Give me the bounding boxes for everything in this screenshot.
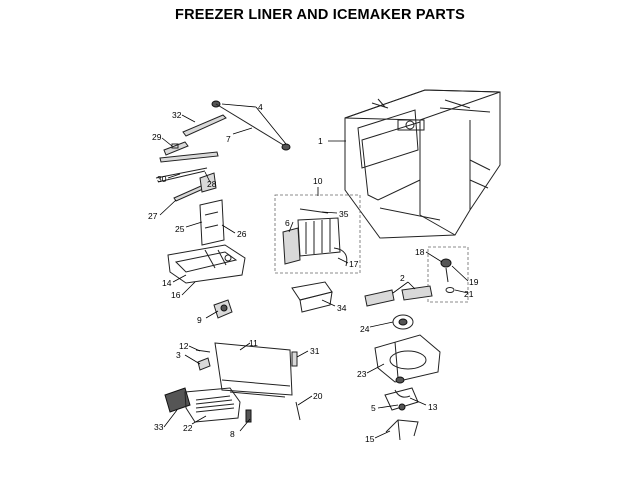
auger-group <box>427 246 469 303</box>
callout-14: 14 <box>162 278 172 288</box>
ice-bin <box>291 281 333 313</box>
back-panel <box>214 342 301 421</box>
callout-19: 19 <box>469 277 479 287</box>
callout-21: 21 <box>464 289 474 299</box>
callout-7: 7 <box>226 134 231 144</box>
seal-pads <box>364 285 433 307</box>
callout-33: 33 <box>154 422 164 432</box>
callout-20: 20 <box>313 391 323 401</box>
callout-31: 31 <box>310 346 320 356</box>
callout-3: 3 <box>176 350 181 360</box>
callout-29: 29 <box>152 132 162 142</box>
callout-26: 26 <box>237 229 247 239</box>
icemaker-group <box>274 194 361 274</box>
callout-4: 4 <box>258 102 263 112</box>
freezer-liner <box>344 89 501 239</box>
icemaker-cover <box>167 244 246 284</box>
callout-30: 30 <box>157 174 167 184</box>
callout-5: 5 <box>371 403 376 413</box>
callout-labels: 1 2 3 4 5 6 7 8 9 10 11 12 13 14 15 16 1… <box>148 102 479 444</box>
bracket-parts <box>155 141 219 202</box>
drive-assembly <box>384 376 419 441</box>
callout-34: 34 <box>337 303 347 313</box>
callout-10: 10 <box>313 176 323 186</box>
callout-6: 6 <box>285 218 290 228</box>
callout-25: 25 <box>175 224 185 234</box>
callout-24: 24 <box>360 324 370 334</box>
callout-28: 28 <box>207 179 217 189</box>
diagram-title: FREEZER LINER AND ICEMAKER PARTS <box>175 7 465 23</box>
callout-27: 27 <box>148 211 158 221</box>
callout-11: 11 <box>249 338 258 348</box>
mounting-bracket <box>199 199 225 246</box>
callout-23: 23 <box>357 369 367 379</box>
callout-15: 15 <box>365 434 375 444</box>
motor-part <box>213 299 233 319</box>
callout-8: 8 <box>230 429 235 439</box>
callout-13: 13 <box>428 402 438 412</box>
callout-22: 22 <box>183 423 193 433</box>
callout-9: 9 <box>197 315 202 325</box>
rail-assembly <box>182 100 291 151</box>
callout-17: 17 <box>349 259 359 269</box>
callout-1: 1 <box>318 136 323 146</box>
callout-18: 18 <box>415 247 425 257</box>
callout-32: 32 <box>172 110 182 120</box>
callout-2: 2 <box>400 273 405 283</box>
fan-housing <box>374 314 441 383</box>
leader-lines <box>159 103 469 439</box>
callout-16: 16 <box>171 290 181 300</box>
callout-35: 35 <box>339 209 349 219</box>
damper-assembly <box>164 349 252 423</box>
callout-12: 12 <box>179 341 189 351</box>
